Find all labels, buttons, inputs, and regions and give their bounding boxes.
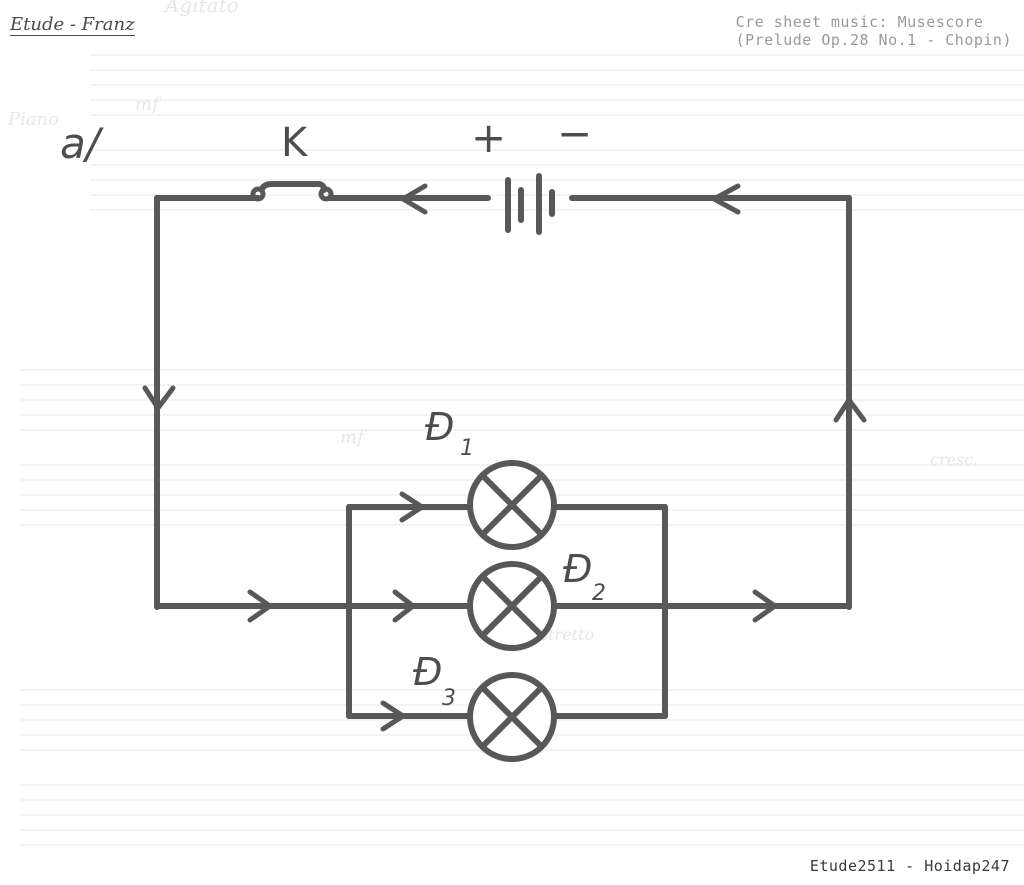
battery-plus-label: + [471,113,506,162]
lamp-d2-label: Đ [563,547,592,591]
watermark-instrument: Piano [7,109,59,130]
lamp-d3-label: Đ [413,650,442,694]
battery-minus-label: − [557,109,592,158]
watermark-tempo: Agitato [163,0,239,17]
lamp-d1-index: 1 [460,436,474,461]
lamp-d2-index: 2 [592,581,606,606]
lamp-d1 [467,460,557,550]
lamp-d1-label: Đ [425,405,454,449]
sheet-music-credit: Cre sheet music: Musescore (Prelude Op.2… [736,13,1012,49]
watermark-dynamic: mf [135,94,162,115]
current-arrows [142,183,867,732]
watermark-dynamic: stretto [540,625,594,644]
signature: Etude2511 - Hoidap247 [809,857,1010,875]
switch-label: K [281,120,309,166]
watermark-dynamic: cresc. [930,450,978,469]
credit-line: (Prelude Op.28 No.1 - Chopin) [735,31,1012,49]
watermark-dynamic: mf [340,427,367,448]
lamp-d3 [467,672,557,762]
switch-k [250,181,334,202]
author-tag: Etude - Franz [10,14,135,36]
credit-line: Cre sheet music: Musescore [735,13,984,31]
battery-symbol [505,173,555,235]
part-label: a/ [60,119,104,168]
lamp-d3-index: 3 [442,686,456,711]
lamp-d2 [467,561,557,651]
